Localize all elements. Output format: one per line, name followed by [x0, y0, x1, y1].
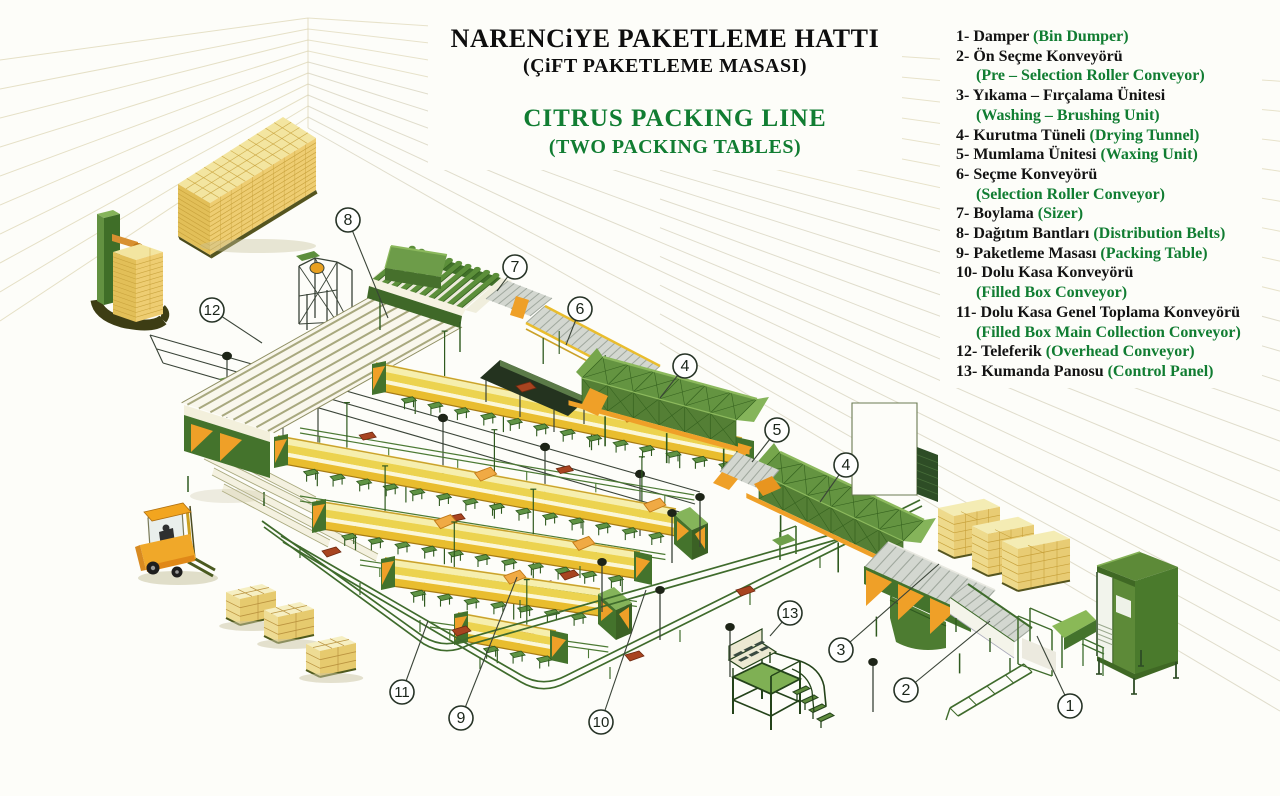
svg-text:8: 8	[344, 212, 353, 229]
svg-text:12: 12	[204, 302, 221, 319]
svg-text:1: 1	[1066, 698, 1075, 715]
svg-text:13: 13	[782, 605, 799, 622]
svg-text:9: 9	[457, 710, 466, 727]
svg-text:10: 10	[593, 714, 610, 731]
svg-text:7: 7	[511, 259, 520, 276]
svg-text:11: 11	[394, 684, 410, 701]
svg-text:6: 6	[576, 301, 585, 318]
svg-text:3: 3	[837, 642, 846, 659]
svg-text:2: 2	[902, 682, 911, 699]
svg-text:5: 5	[773, 422, 782, 439]
svg-text:4: 4	[681, 358, 690, 375]
svg-text:4: 4	[842, 457, 851, 474]
